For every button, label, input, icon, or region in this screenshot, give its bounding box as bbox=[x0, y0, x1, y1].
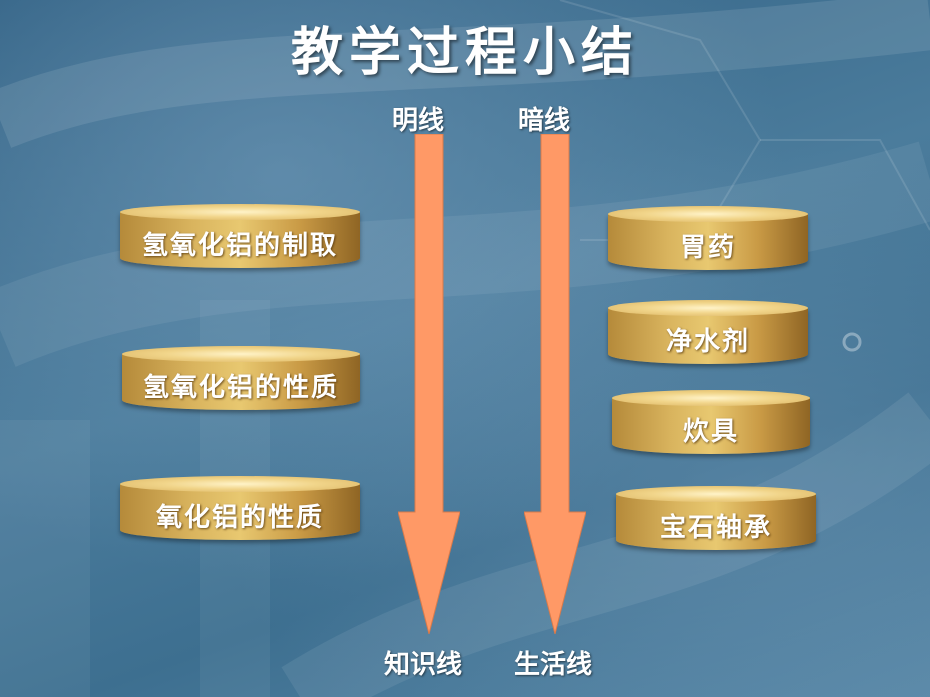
life-item-disc: 胃药 bbox=[608, 206, 808, 270]
life-item-disc: 宝石轴承 bbox=[616, 486, 816, 550]
knowledge-item-disc: 氢氧化铝的性质 bbox=[122, 346, 360, 410]
life-item-label: 净水剂 bbox=[665, 326, 750, 357]
life-item-label: 胃药 bbox=[679, 232, 736, 263]
life-item-label: 宝石轴承 bbox=[659, 512, 772, 543]
knowledge-item-label: 氢氧化铝的制取 bbox=[141, 230, 338, 261]
knowledge-item-disc: 氢氧化铝的制取 bbox=[120, 204, 360, 268]
implicit-line-bottom-label: 生活线 bbox=[514, 650, 593, 680]
knowledge-item-label: 氧化铝的性质 bbox=[155, 502, 324, 533]
life-line-arrow bbox=[524, 134, 586, 634]
life-item-label: 炊具 bbox=[682, 416, 739, 447]
life-item-disc: 炊具 bbox=[612, 390, 810, 454]
explicit-line-bottom-label: 知识线 bbox=[384, 650, 463, 680]
explicit-line-top-label: 明线 bbox=[392, 106, 445, 136]
knowledge-line-arrow bbox=[398, 134, 460, 634]
page-title: 教学过程小结 bbox=[290, 22, 639, 83]
knowledge-item-disc: 氧化铝的性质 bbox=[120, 476, 360, 540]
knowledge-item-label: 氢氧化铝的性质 bbox=[142, 372, 339, 403]
life-item-disc: 净水剂 bbox=[608, 300, 808, 364]
implicit-line-top-label: 暗线 bbox=[518, 106, 571, 136]
